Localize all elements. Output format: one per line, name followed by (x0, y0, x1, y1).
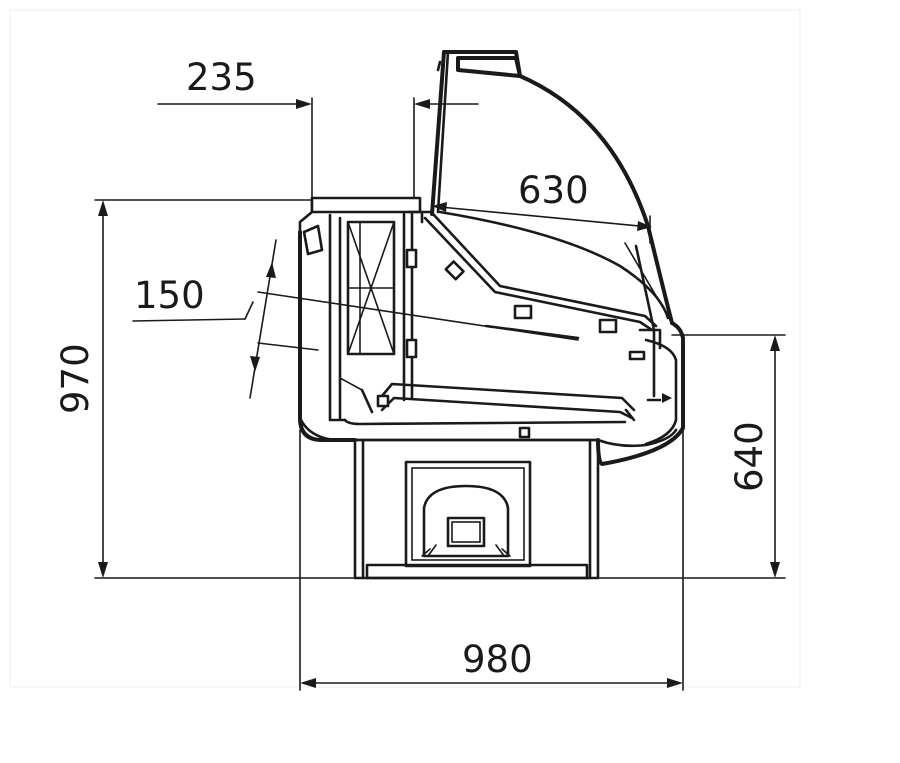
dimension-980 (299, 419, 684, 691)
dimension-150 (132, 239, 579, 399)
display-shelves (339, 212, 658, 439)
curved-glass-canopy (430, 50, 685, 446)
dimension-970 (94, 199, 371, 579)
label-630: 630 (518, 169, 589, 212)
label-970: 970 (54, 343, 97, 414)
drawing-frame (9, 9, 801, 688)
label-150: 150 (134, 274, 205, 317)
dimension-lines (94, 97, 786, 691)
dimension-labels: 235 630 150 970 640 980 (54, 56, 771, 681)
label-980: 980 (462, 638, 533, 681)
base-unit (353, 438, 600, 580)
evaporator-coil (346, 220, 396, 356)
cabinet-body (298, 196, 685, 466)
label-235: 235 (186, 56, 257, 99)
label-640: 640 (728, 421, 771, 492)
compressor-compartment (404, 460, 532, 568)
dimension-235 (157, 97, 479, 201)
dimension-640 (589, 334, 786, 579)
